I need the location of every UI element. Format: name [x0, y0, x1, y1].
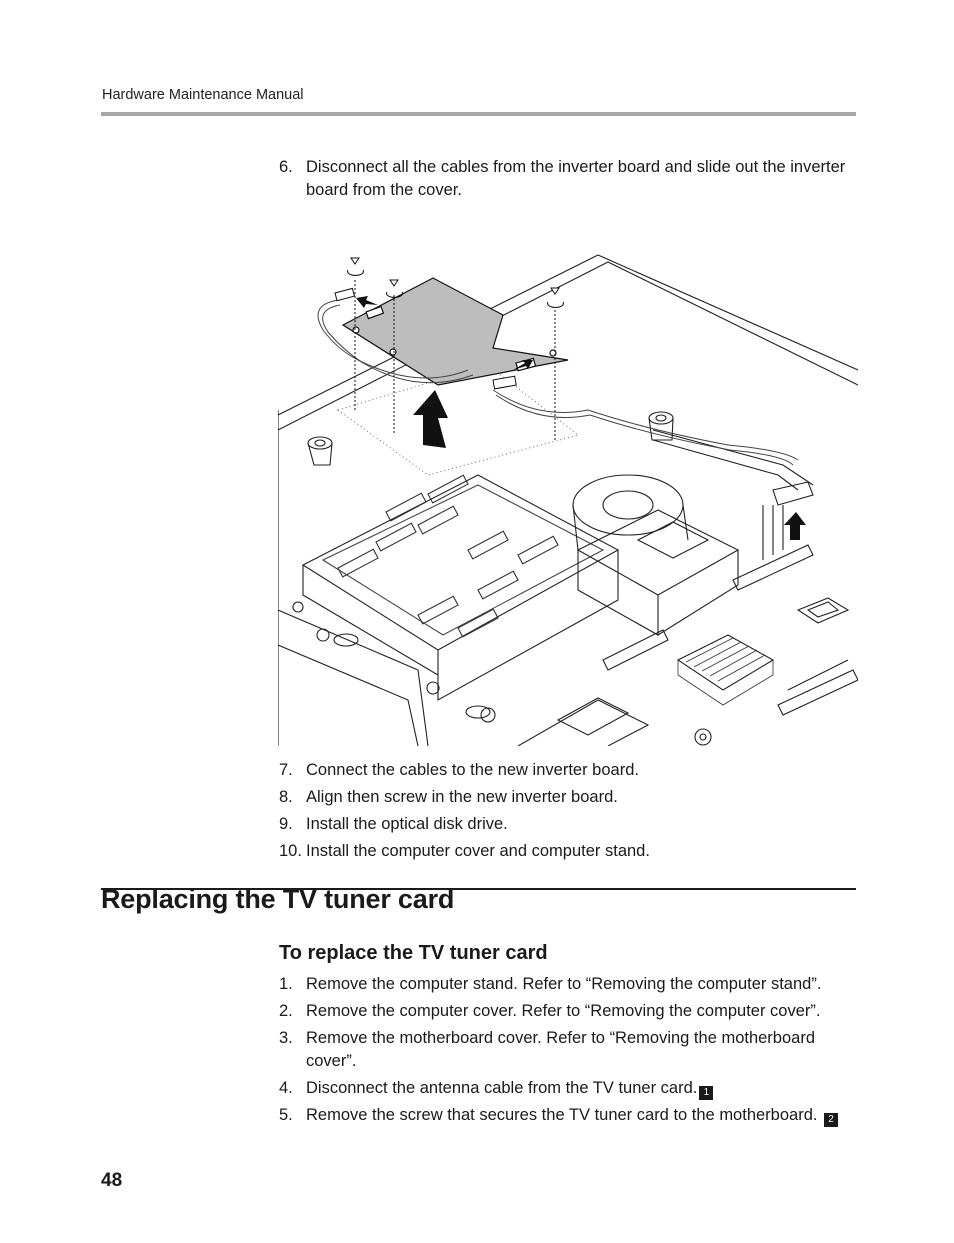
list-item: 9. Install the optical disk drive. [279, 813, 859, 836]
step-text: Align then screw in the new inverter boa… [306, 788, 618, 806]
step-number: 3. [279, 1029, 293, 1047]
list-item: 1. Remove the computer stand. Refer to “… [279, 973, 859, 996]
list-item: 3. Remove the motherboard cover. Refer t… [279, 1027, 859, 1073]
step-text: Remove the computer cover. Refer to “Rem… [306, 1002, 821, 1020]
list-item: 4. Disconnect the antenna cable from the… [279, 1077, 859, 1100]
step-number: 4. [279, 1079, 293, 1097]
step-number: 7. [279, 761, 293, 779]
step-number: 9. [279, 815, 293, 833]
step-number: 8. [279, 788, 293, 806]
step-number: 1. [279, 975, 293, 993]
step-text: Remove the motherboard cover. Refer to “… [306, 1029, 816, 1070]
subsection-title: To replace the TV tuner card [279, 942, 548, 964]
list-item: 8. Align then screw in the new inverter … [279, 786, 859, 809]
page-number: 48 [101, 1170, 123, 1191]
step-text: Remove the computer stand. Refer to “Rem… [306, 975, 822, 993]
list-item: 6. Disconnect all the cables from the in… [279, 156, 859, 202]
inverter-board-removal-illustration [278, 254, 858, 746]
step-text: Disconnect all the cables from the inver… [306, 158, 846, 199]
list-item: 10. Install the computer cover and compu… [279, 840, 859, 863]
list-item: 2. Remove the computer cover. Refer to “… [279, 1000, 859, 1023]
step-text: Install the computer cover and computer … [306, 842, 650, 860]
section-title: Replacing the TV tuner card [101, 884, 455, 914]
list-item: 5. Remove the screw that secures the TV … [279, 1104, 859, 1127]
step-number: 10. [279, 842, 302, 860]
running-header: Hardware Maintenance Manual [102, 87, 304, 103]
list-item: 7. Connect the cables to the new inverte… [279, 759, 859, 782]
step-text: Remove the screw that secures the TV tun… [306, 1106, 818, 1124]
step-list-inverter: 6. Disconnect all the cables from the in… [279, 156, 859, 202]
step-text: Connect the cables to the new inverter b… [306, 761, 639, 779]
step-text: Install the optical disk drive. [306, 815, 508, 833]
callout-badge: 1 [699, 1086, 714, 1100]
step-number: 5. [279, 1106, 293, 1124]
step-number: 2. [279, 1002, 293, 1020]
step-list-reinstall: 7. Connect the cables to the new inverte… [279, 759, 859, 867]
section-rule [101, 888, 856, 890]
step-number: 6. [279, 158, 293, 176]
callout-badge: 2 [824, 1113, 839, 1127]
header-rule [101, 112, 856, 116]
step-text: Disconnect the antenna cable from the TV… [306, 1079, 698, 1097]
step-list-tv-tuner: 1. Remove the computer stand. Refer to “… [279, 973, 859, 1131]
